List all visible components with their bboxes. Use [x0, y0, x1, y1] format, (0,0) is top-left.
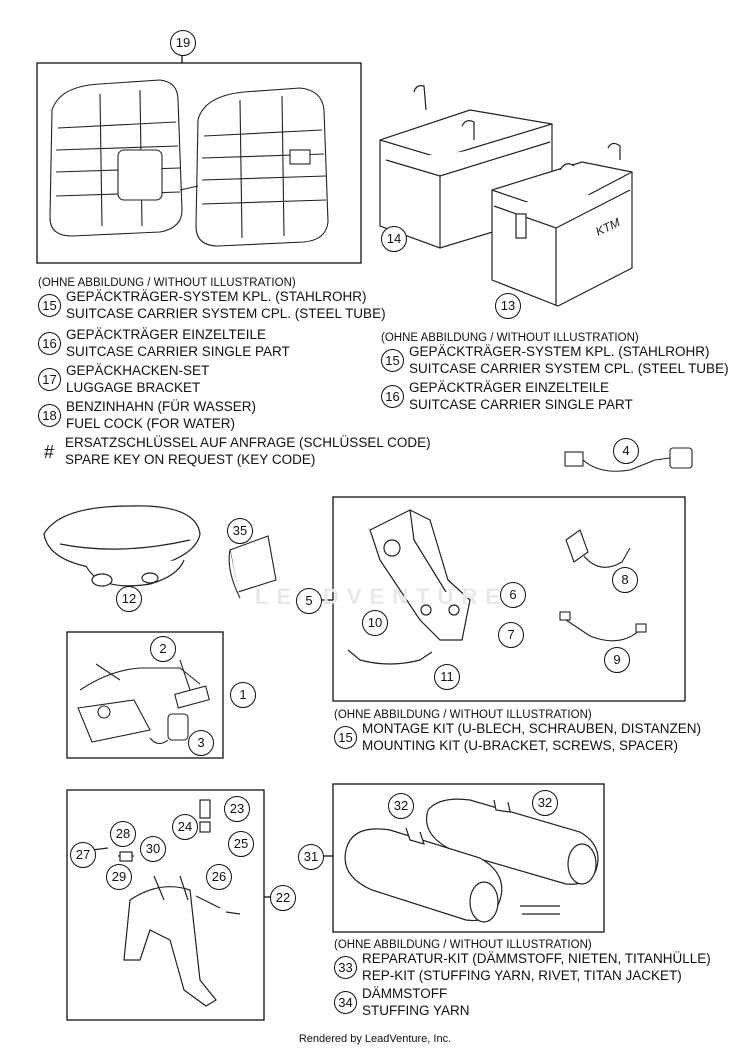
callout-12[interactable]: 12 [116, 586, 142, 612]
soft-cases-illustration [49, 79, 329, 247]
frame-mounting [332, 496, 686, 702]
note-line: STUFFING YARN [362, 1003, 470, 1018]
right-note-15: 15 GEPÄCKTRÄGER-SYSTEM KPL. (STAHLROHR) S… [381, 343, 729, 377]
note-line: GEPÄCKHACKEN-SET [66, 363, 210, 378]
cover-item-illustration [228, 535, 277, 599]
callout-13[interactable]: 13 [495, 293, 521, 319]
note-line: SUITCASE CARRIER SYSTEM CPL. (STEEL TUBE… [66, 306, 386, 321]
note-line: SUITCASE CARRIER SINGLE PART [409, 397, 633, 412]
left-note-17: 17 GEPÄCKHACKEN-SET LUGGAGE BRACKET [38, 362, 209, 396]
footer-credit: Rendered by LeadVenture, Inc. [298, 1033, 452, 1045]
note-line: REP-KIT (STUFFING YARN, RIVET, TITAN JAC… [362, 968, 682, 983]
callout-14[interactable]: 14 [381, 226, 407, 252]
note-line: GEPÄCKTRÄGER-SYSTEM KPL. (STAHLROHR) [409, 344, 710, 359]
callout-27[interactable]: 27 [70, 842, 96, 868]
note-line: GEPÄCKTRÄGER EINZELTEILE [66, 327, 267, 342]
mount-notes-heading: (OHNE ABBILDUNG / WITHOUT ILLUSTRATION) [334, 709, 592, 721]
callout-26[interactable]: 26 [206, 864, 232, 890]
left-note-key: # ERSATZSCHLÜSSEL AUF ANFRAGE (SCHLÜSSEL… [38, 434, 431, 468]
note-line: ERSATZSCHLÜSSEL AUF ANFRAGE (SCHLÜSSEL C… [65, 435, 431, 450]
note-badge: 16 [381, 385, 404, 408]
watermark: LEADVENTURE [255, 584, 509, 609]
bracket-illustration [347, 509, 471, 665]
callout-7[interactable]: 7 [498, 622, 524, 648]
note-line: MOUNTING KIT (U-BRACKET, SCREWS, SPACER) [362, 738, 679, 753]
callout-11[interactable]: 11 [434, 664, 460, 690]
callout-30[interactable]: 30 [140, 836, 166, 862]
callout-8[interactable]: 8 [612, 567, 638, 593]
left-note-16: 16 GEPÄCKTRÄGER EINZELTEILE SUITCASE CARR… [38, 326, 290, 360]
exhaust-illustration [344, 798, 599, 923]
note-badge: 17 [38, 368, 61, 391]
note-line: SPARE KEY ON REQUEST (KEY CODE) [65, 452, 316, 467]
frame-suitcases [36, 62, 362, 264]
callout-24[interactable]: 24 [172, 814, 198, 840]
note-badge: 15 [381, 349, 404, 372]
callout-22[interactable]: 22 [270, 885, 296, 911]
note-line: SUITCASE CARRIER SYSTEM CPL. (STEEL TUBE… [409, 361, 729, 376]
callout-23[interactable]: 23 [224, 796, 250, 822]
note-line: GEPÄCKTRÄGER-SYSTEM KPL. (STAHLROHR) [66, 289, 367, 304]
note-line: REPARATUR-KIT (DÄMMSTOFF, NIETEN, TITANH… [362, 951, 711, 966]
callout-4[interactable]: 4 [613, 438, 639, 464]
callout-35[interactable]: 35 [227, 518, 253, 544]
callout-10[interactable]: 10 [362, 610, 388, 636]
callout-29[interactable]: 29 [106, 864, 132, 890]
switch-cable-illustration [559, 529, 647, 642]
note-line: SUITCASE CARRIER SINGLE PART [66, 344, 290, 359]
note-badge: 15 [334, 726, 357, 749]
frame-exhaust [332, 783, 605, 933]
left-note-18: 18 BENZINHAHN (FÜR WASSER) FUEL COCK (FOR… [38, 398, 256, 432]
note-badge: 34 [334, 991, 357, 1014]
wiring-harness-illustration [564, 447, 693, 472]
right-notes-heading: (OHNE ABBILDUNG / WITHOUT ILLUSTRATION) [381, 332, 639, 344]
stand-illustration [91, 799, 241, 1007]
callout-32b[interactable]: 32 [532, 790, 558, 816]
callout-32a[interactable]: 32 [388, 793, 414, 819]
callout-9[interactable]: 9 [604, 647, 630, 673]
callout-31[interactable]: 31 [298, 844, 324, 870]
right-note-16: 16 GEPÄCKTRÄGER EINZELTEILE SUITCASE CARR… [381, 379, 633, 413]
aluminium-cases-illustration: KTM [379, 85, 633, 307]
mount-note-15: 15 MONTAGE KIT (U-BLECH, SCHRAUBEN, DIST… [334, 720, 701, 754]
note-line: BENZINHAHN (FÜR WASSER) [66, 399, 257, 414]
left-notes-heading: (OHNE ABBILDUNG / WITHOUT ILLUSTRATION) [38, 277, 296, 289]
tank-bag-illustration [43, 505, 201, 587]
exhaust-notes-heading: (OHNE ABBILDUNG / WITHOUT ILLUSTRATION) [334, 939, 592, 951]
callout-3[interactable]: 3 [188, 730, 214, 756]
callout-25[interactable]: 25 [228, 831, 254, 857]
callout-5[interactable]: 5 [296, 588, 322, 614]
note-line: LUGGAGE BRACKET [66, 380, 201, 395]
callout-6[interactable]: 6 [500, 582, 526, 608]
exhaust-note-33: 33 REPARATUR-KIT (DÄMMSTOFF, NIETEN, TIT… [334, 950, 711, 984]
callout-1[interactable]: 1 [230, 682, 256, 708]
note-badge: 33 [334, 956, 357, 979]
note-line: GEPÄCKTRÄGER EINZELTEILE [409, 380, 610, 395]
frame-alarm [66, 631, 224, 759]
callout-2[interactable]: 2 [150, 636, 176, 662]
note-hash: # [43, 442, 54, 462]
note-badge: 16 [38, 332, 61, 355]
exhaust-note-34: 34 DÄMMSTOFF STUFFING YARN [334, 985, 470, 1019]
note-line: FUEL COCK (FOR WATER) [66, 416, 235, 431]
note-line: MONTAGE KIT (U-BLECH, SCHRAUBEN, DISTANZ… [362, 721, 702, 736]
callout-28[interactable]: 28 [110, 821, 136, 847]
left-note-15: 15 GEPÄCKTRÄGER-SYSTEM KPL. (STAHLROHR) S… [38, 288, 386, 322]
note-badge: 15 [38, 294, 61, 317]
note-line: DÄMMSTOFF [362, 986, 448, 1001]
frame-stand [66, 789, 265, 1021]
note-badge: 18 [38, 404, 61, 427]
alarm-illustration [77, 659, 210, 745]
callout-19[interactable]: 19 [170, 30, 196, 56]
